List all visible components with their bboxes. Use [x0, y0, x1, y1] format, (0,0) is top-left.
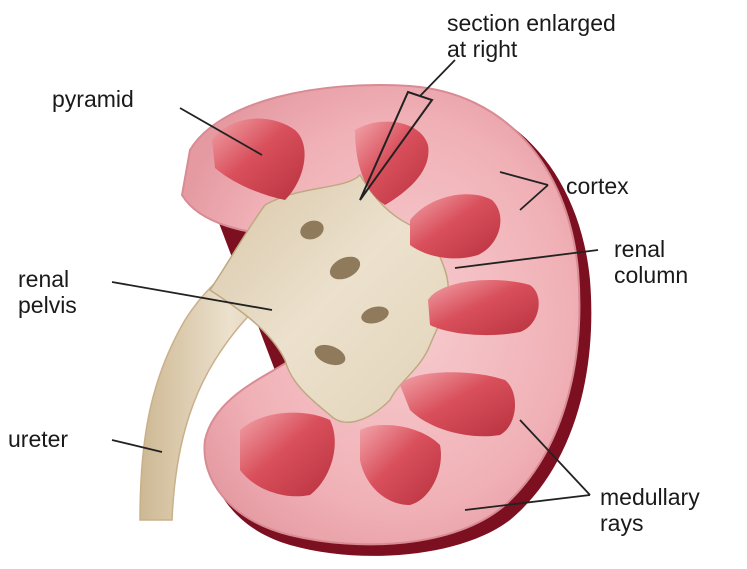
label-renal-pelvis: renal pelvis: [18, 266, 77, 318]
label-medullary-line1: medullary: [600, 484, 700, 510]
label-renal-column: renal column: [614, 236, 688, 288]
label-section-line2: at right: [447, 36, 616, 62]
label-renal-pelvis-line1: renal: [18, 266, 77, 292]
label-renal-pelvis-line2: pelvis: [18, 292, 77, 318]
label-renal-column-line1: renal: [614, 236, 688, 262]
pyramid: [428, 280, 539, 335]
label-pyramid: pyramid: [52, 86, 134, 112]
label-cortex: cortex: [566, 173, 629, 199]
label-ureter: ureter: [8, 426, 68, 452]
label-medullary-rays: medullary rays: [600, 484, 700, 536]
label-section-enlarged: section enlarged at right: [447, 10, 616, 62]
label-medullary-line2: rays: [600, 510, 700, 536]
label-section-line1: section enlarged: [447, 10, 616, 36]
label-renal-column-line2: column: [614, 262, 688, 288]
